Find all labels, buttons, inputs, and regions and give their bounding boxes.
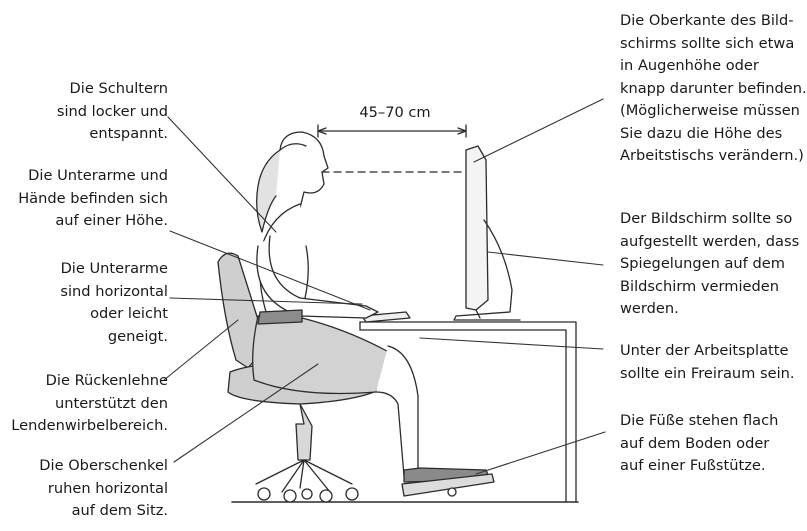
callout-line: werden. xyxy=(620,300,679,317)
callout-line: Arbeitstischs verändern.) xyxy=(620,147,804,164)
callout-line: Die Rückenlehne xyxy=(45,372,168,389)
callout-line: Der Bildschirm sollte so xyxy=(620,210,793,227)
callout-forearms-horizontal: Die Unterarme sind horizontal oder leich… xyxy=(60,258,168,348)
callout-line: Die Oberkante des Bild- xyxy=(620,12,794,29)
callout-line: sollte ein Freiraum sein. xyxy=(620,364,795,382)
callout-line: geneigt. xyxy=(107,327,168,345)
callout-screen-glare: Der Bildschirm sollte so aufgestellt wer… xyxy=(620,208,799,321)
callout-screen-top: Die Oberkante des Bild- schirms sollte s… xyxy=(620,10,807,168)
callout-line: Bildschirm vermieden xyxy=(620,277,780,295)
callout-line: schirms sollte sich etwa xyxy=(620,34,795,52)
callout-forearms-level: Die Unterarme und Hände befinden sich au… xyxy=(18,165,168,233)
callout-legroom: Unter der Arbeitsplatte sollte ein Freir… xyxy=(620,340,795,385)
monitor xyxy=(453,145,521,321)
callout-line: Hände befinden sich xyxy=(18,189,168,207)
callout-line: Die Füße stehen flach xyxy=(620,412,779,429)
callout-line: Die Unterarme xyxy=(60,260,168,277)
distance-label: 45–70 cm xyxy=(359,104,431,121)
leader-lines xyxy=(163,98,606,475)
callout-backrest: Die Rückenlehne unterstützt den Lendenwi… xyxy=(11,370,168,438)
callout-line: Die Unterarme und xyxy=(28,167,168,184)
callout-feet: Die Füße stehen flach auf dem Boden oder… xyxy=(620,410,778,478)
callout-line: Die Schultern xyxy=(69,80,168,97)
callout-line: Spiegelungen auf dem xyxy=(620,255,785,272)
callout-line: Lendenwirbelbereich. xyxy=(11,417,168,434)
seated-person xyxy=(252,131,488,483)
callout-line: in Augenhöhe oder xyxy=(620,57,759,74)
callout-line: Unter der Arbeitsplatte xyxy=(620,342,789,359)
callout-line: Die Oberschenkel xyxy=(39,457,168,474)
callout-line: entspannt. xyxy=(89,125,168,142)
callout-line: ruhen horizontal xyxy=(47,479,168,497)
distance-indicator xyxy=(317,124,467,173)
callout-line: sind locker und xyxy=(56,102,168,120)
callout-line: oder leicht xyxy=(90,305,168,322)
callout-line: unterstützt den xyxy=(54,394,168,412)
callout-line: Sie dazu die Höhe des xyxy=(620,124,783,142)
callout-line: auf einer Fußstütze. xyxy=(620,457,766,474)
callout-line: knapp darunter befinden. xyxy=(620,79,807,97)
callout-line: (Möglicherweise müssen xyxy=(620,102,800,119)
callout-line: auf dem Boden oder xyxy=(620,434,770,452)
callout-line: auf dem Sitz. xyxy=(71,502,168,519)
callout-line: sind horizontal xyxy=(60,282,168,300)
callout-line: aufgestellt werden, dass xyxy=(620,232,800,250)
footrest xyxy=(401,473,495,497)
callout-line: auf einer Höhe. xyxy=(55,212,168,229)
callout-thighs: Die Oberschenkel ruhen horizontal auf de… xyxy=(39,455,168,523)
keyboard xyxy=(361,311,411,323)
callout-shoulders: Die Schultern sind locker und entspannt. xyxy=(57,78,168,146)
